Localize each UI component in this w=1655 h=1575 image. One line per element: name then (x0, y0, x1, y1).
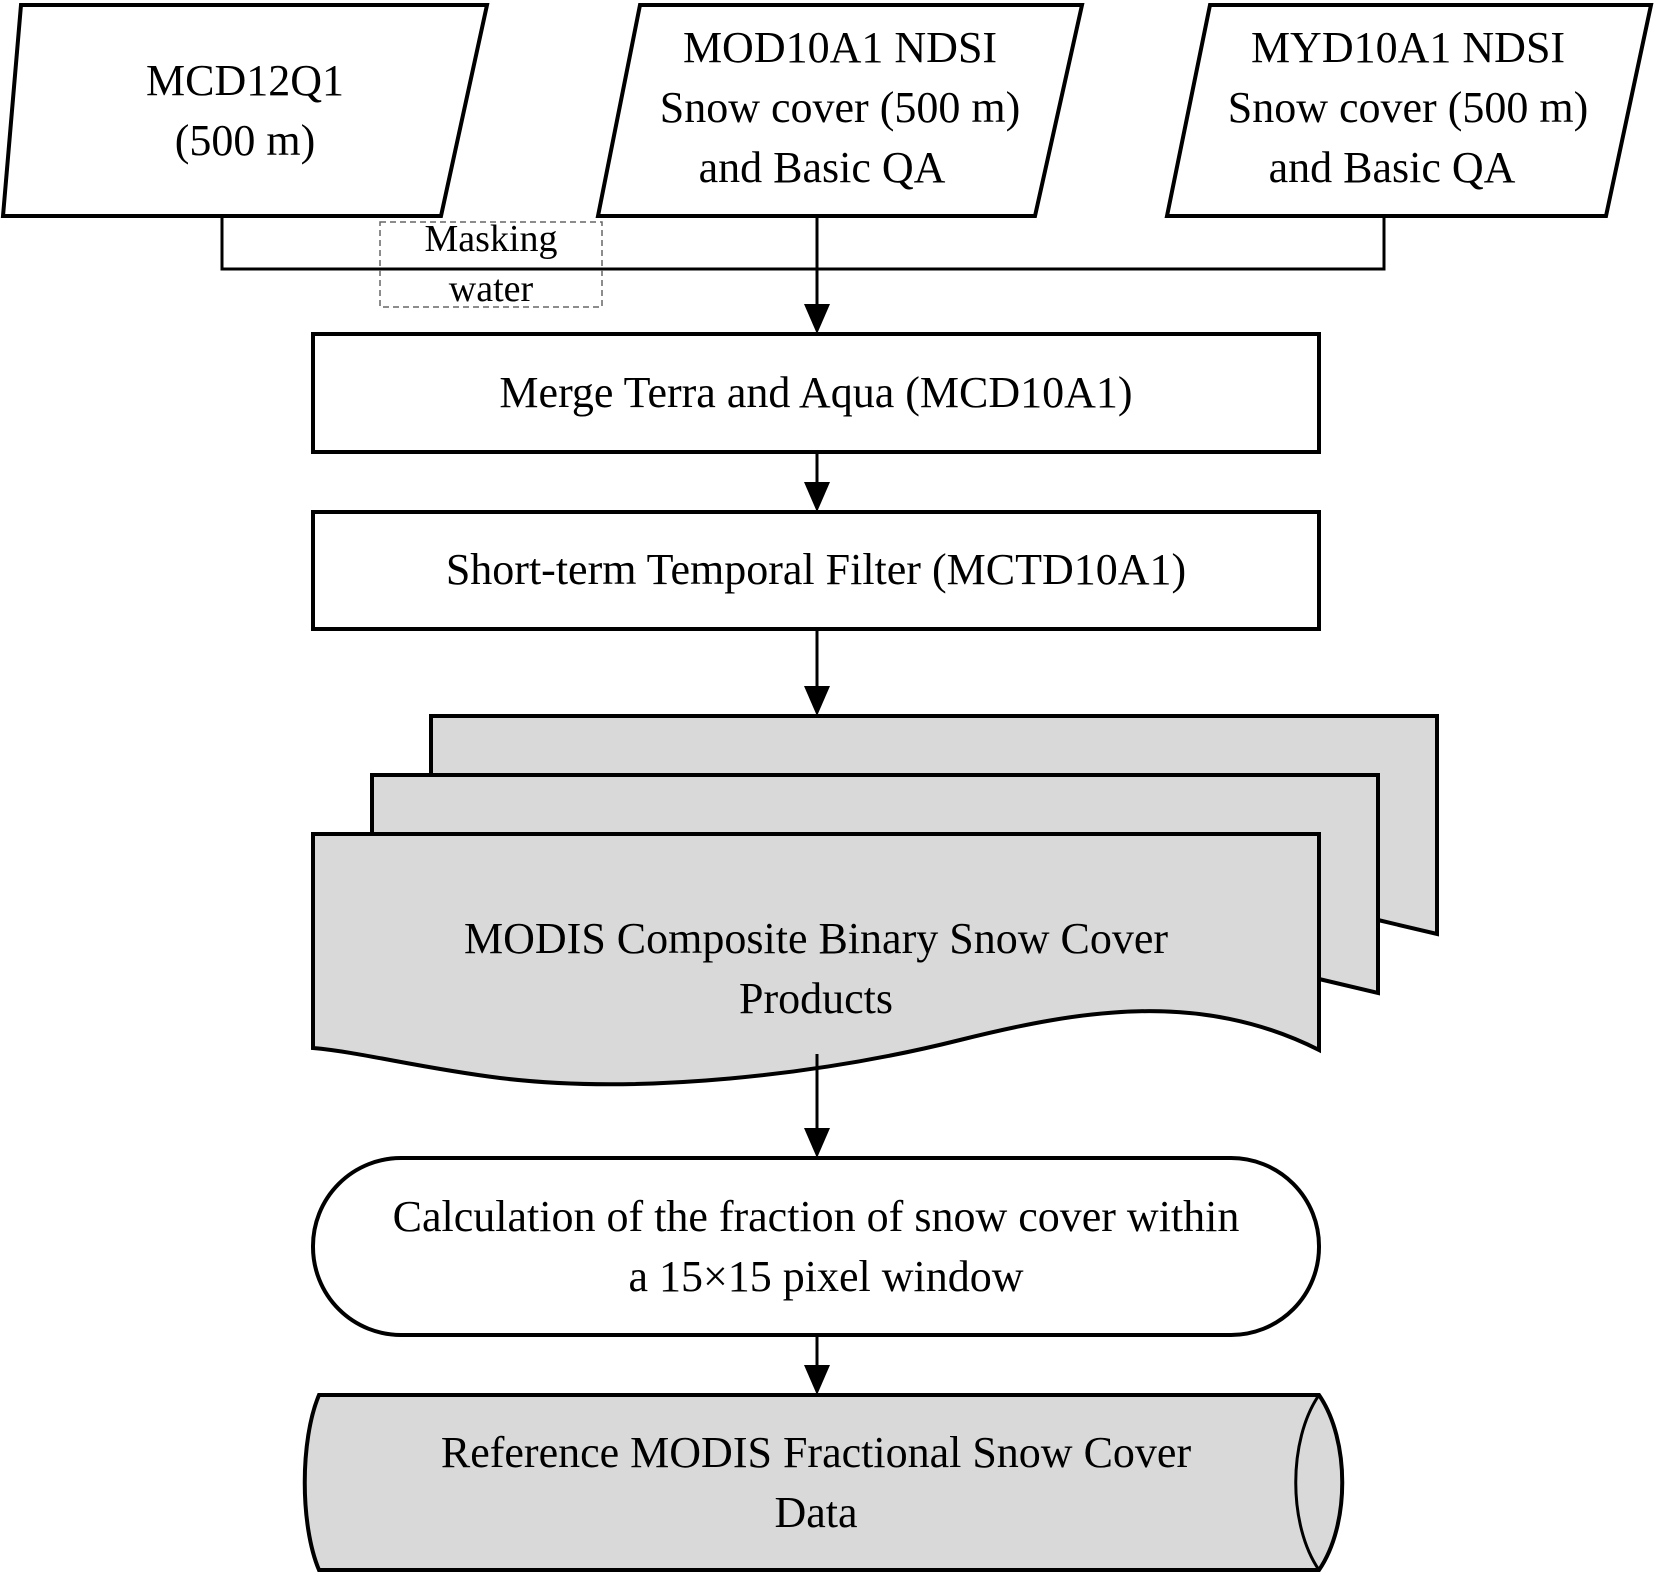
filter-label: Short-term Temporal Filter (MCTD10A1) (446, 545, 1186, 594)
merge-label: Merge Terra and Aqua (MCD10A1) (499, 368, 1132, 417)
myd10a1-line-3: and Basic QA (1269, 143, 1516, 192)
masking-water-note: Masking water (379, 218, 603, 310)
calculation-line-1: Calculation of the fraction of snow cove… (393, 1192, 1240, 1241)
step-filter: Short-term Temporal Filter (MCTD10A1) (311, 510, 1321, 631)
arrow-to-merge-icon (804, 304, 830, 334)
mod10a1-line-2: Snow cover (500 m) (660, 83, 1021, 132)
arrow-to-filter-icon (804, 482, 830, 512)
input-connectors (220, 216, 1386, 334)
reference-line-1: Reference MODIS Fractional Snow Cover (441, 1428, 1192, 1477)
step-reference: Reference MODIS Fractional Snow Cover Da… (302, 1393, 1345, 1572)
input-myd10a1: MYD10A1 NDSI Snow cover (500 m) and Basi… (1164, 3, 1654, 218)
mcd12q1-parallelogram (0, 3, 490, 218)
arrow-to-composite-icon (804, 686, 830, 716)
arrow-to-calc-icon (804, 1128, 830, 1158)
step-calculation: Calculation of the fraction of snow cove… (311, 1156, 1321, 1337)
step-composite: MODIS Composite Binary Snow Cover Produc… (311, 714, 1439, 1087)
mcd12q1-line-2: (500 m) (175, 116, 316, 165)
calculation-terminator (311, 1156, 1321, 1337)
masking-line-2: water (449, 268, 534, 310)
step-merge: Merge Terra and Aqua (MCD10A1) (311, 332, 1321, 454)
masking-line-1: Masking (425, 218, 558, 260)
reference-cylinder-cap (1294, 1394, 1321, 1571)
composite-line-1: MODIS Composite Binary Snow Cover (464, 914, 1168, 963)
filter-box (311, 510, 1321, 631)
mod10a1-line-3: and Basic QA (699, 143, 946, 192)
myd10a1-line-1: MYD10A1 NDSI (1251, 23, 1565, 72)
merge-connector-line (220, 216, 1386, 271)
mod10a1-parallelogram (595, 3, 1085, 218)
arrow-to-reference-icon (804, 1365, 830, 1395)
mcd12q1-line-1: MCD12Q1 (146, 56, 344, 105)
reference-line-2: Data (774, 1488, 857, 1537)
input-mcd12q1: MCD12Q1 (500 m) (0, 3, 490, 218)
reference-cylinder-body (302, 1393, 1345, 1572)
masking-dashed-box (379, 221, 603, 308)
myd10a1-parallelogram (1164, 3, 1654, 218)
composite-page-front (311, 832, 1321, 1087)
calculation-line-2: a 15×15 pixel window (628, 1252, 1023, 1301)
mod10a1-line-1: MOD10A1 NDSI (683, 23, 997, 72)
merge-box (311, 332, 1321, 454)
myd10a1-line-2: Snow cover (500 m) (1228, 83, 1589, 132)
input-mod10a1: MOD10A1 NDSI Snow cover (500 m) and Basi… (595, 3, 1085, 218)
composite-line-2: Products (739, 974, 893, 1023)
